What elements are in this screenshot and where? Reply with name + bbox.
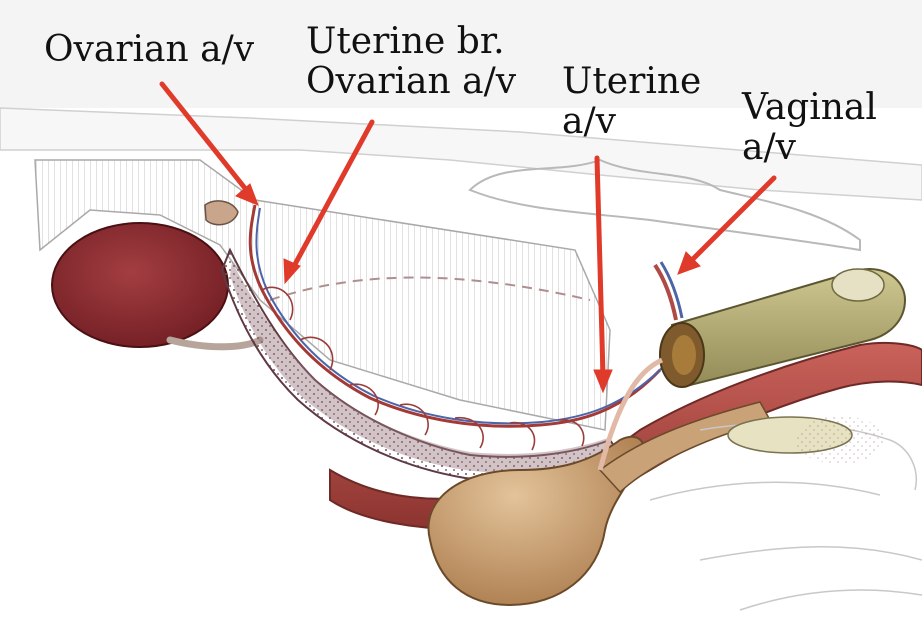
arrow-uterine-branch-head <box>283 258 301 285</box>
arrow-ovarian <box>159 81 251 195</box>
arrow-uterine <box>594 155 606 378</box>
ovarian-vein <box>255 207 665 425</box>
vagina-tube-lumen <box>672 335 696 375</box>
arrow-uterine-branch <box>290 119 375 271</box>
label-ovarian-av: Ovarian a/v <box>44 29 255 70</box>
label-vaginal-av: Vaginal a/v <box>742 87 877 168</box>
arrow-uterine-head <box>593 369 613 394</box>
ligament-dashed-line <box>269 276 591 301</box>
vessel-arcades <box>261 286 585 451</box>
arrow-ovarian-head <box>235 183 259 206</box>
vaginal-vein <box>659 261 684 319</box>
ovary <box>51 222 229 348</box>
vaginal-vessels <box>653 263 678 321</box>
label-uterine-branch-ovarian-av: Uterine br. Ovarian a/v <box>306 21 517 102</box>
broad-ligament <box>34 159 611 431</box>
ovarian-ligament <box>166 336 264 351</box>
vertebra-outline <box>468 158 861 252</box>
cervix-cap <box>831 268 885 302</box>
label-uterine-av: Uterine a/v <box>562 61 702 142</box>
ovarian-artery <box>248 204 662 428</box>
arrow-vaginal-head <box>677 251 701 275</box>
arrow-vaginal <box>687 175 777 265</box>
ureter <box>597 357 664 471</box>
infundibulum <box>204 200 239 226</box>
background-band <box>0 0 922 108</box>
uterine-horn-fill <box>230 262 616 473</box>
pointer-arrows <box>159 81 777 394</box>
dorsal-body-wall <box>0 107 922 201</box>
obturator-area <box>795 416 885 464</box>
